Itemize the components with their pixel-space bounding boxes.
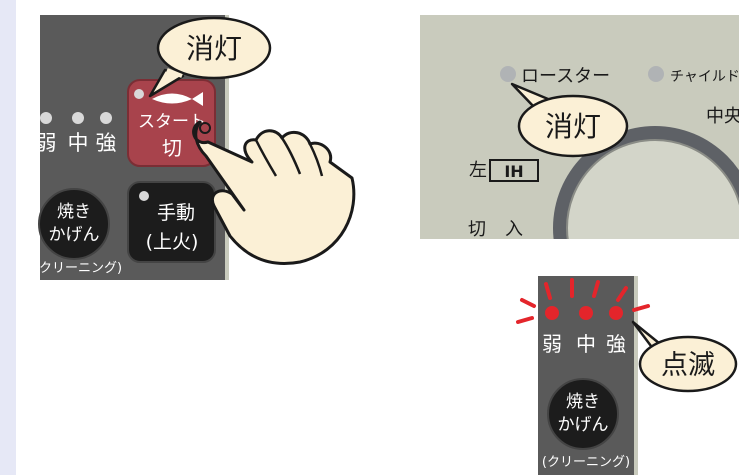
left-level-mid-label: 中 xyxy=(68,131,89,155)
yakikagen-button-body[interactable] xyxy=(38,188,110,260)
fish-icon xyxy=(152,92,203,106)
left-off-callout: 消灯 xyxy=(148,16,272,98)
blink-callout: 点滅 xyxy=(631,320,738,393)
manual-indicator-led xyxy=(139,191,149,201)
left-level-weak-label: 弱 xyxy=(36,131,57,155)
blink-rays xyxy=(516,278,650,324)
start-indicator-led xyxy=(134,89,144,99)
left-level-dot-weak xyxy=(40,112,52,124)
left-off-callout-joint xyxy=(166,68,183,78)
bottom-level-led-weak xyxy=(545,306,559,320)
manual-label-line2: (上火) xyxy=(146,231,199,253)
bottom-level-mid-label: 中 xyxy=(576,332,596,356)
yakikagen-label-line2: かげん xyxy=(49,225,100,245)
page-left-bar xyxy=(0,0,16,475)
bottom-yakikagen-label-line2: かげん xyxy=(558,415,609,435)
bottom-level-strong-label: 強 xyxy=(606,332,626,356)
left-control-panel: 弱 中 強 スタート 切 焼き かげん (クリーニング) xyxy=(34,15,356,280)
bottom-panel-edge xyxy=(634,276,638,475)
off-label: 切 xyxy=(468,219,486,240)
left-level-dot-mid xyxy=(72,112,84,124)
left-off-callout-bubble xyxy=(156,16,272,80)
manual-button-body[interactable] xyxy=(127,181,216,263)
ih-label: IH xyxy=(504,162,523,181)
start-off-button[interactable]: スタート 切 xyxy=(127,79,216,167)
left-ih-prefix-label: 左 xyxy=(469,160,487,181)
start-button-label: スタート xyxy=(138,112,206,132)
left-level-strong-label: 強 xyxy=(96,131,117,155)
on-label: 入 xyxy=(505,219,523,240)
roaster-label: ロースター xyxy=(521,66,610,87)
yakikagen-label-line1: 焼き xyxy=(57,202,91,222)
bottom-yakikagen-button-body[interactable] xyxy=(547,378,619,450)
left-panel-edge xyxy=(225,15,229,280)
bottom-level-led-strong xyxy=(609,306,623,320)
bottom-level-weak-label: 弱 xyxy=(542,332,562,356)
left-off-callout-text: 消灯 xyxy=(186,32,242,65)
blink-callout-bubble xyxy=(638,335,738,393)
ih-label-box xyxy=(489,159,539,182)
manual-top-heat-button[interactable]: 手動 (上火) xyxy=(127,181,216,263)
right-off-callout-text: 消灯 xyxy=(545,110,601,143)
left-level-dot-strong xyxy=(100,112,112,124)
center-label: 中央 xyxy=(706,106,739,127)
roaster-indicator-led xyxy=(500,66,516,82)
yakikagen-button[interactable]: 焼き かげん xyxy=(38,188,110,260)
right-off-callout-bubble xyxy=(517,94,629,158)
cleaning-label: (クリーニング) xyxy=(34,261,122,276)
child-lock-indicator-led xyxy=(648,66,664,82)
right-off-callout-joint xyxy=(536,102,559,110)
bottom-control-panel: 弱 中 強 焼き かげん (クリーニング) 点滅 xyxy=(516,276,738,475)
pressing-hand-icon xyxy=(192,120,356,266)
bottom-cleaning-label: (クリーニング) xyxy=(542,455,630,470)
off-button-label: 切 xyxy=(162,136,182,160)
right-off-callout: 消灯 xyxy=(510,82,629,158)
bottom-yakikagen-button[interactable]: 焼き かげん xyxy=(547,378,619,450)
manual-label-line1: 手動 xyxy=(157,202,195,224)
bottom-yakikagen-label-line1: 焼き xyxy=(566,392,600,412)
bottom-level-led-mid xyxy=(579,306,593,320)
child-lock-label: チャイルド xyxy=(670,69,739,85)
blink-callout-text: 点滅 xyxy=(661,350,715,381)
